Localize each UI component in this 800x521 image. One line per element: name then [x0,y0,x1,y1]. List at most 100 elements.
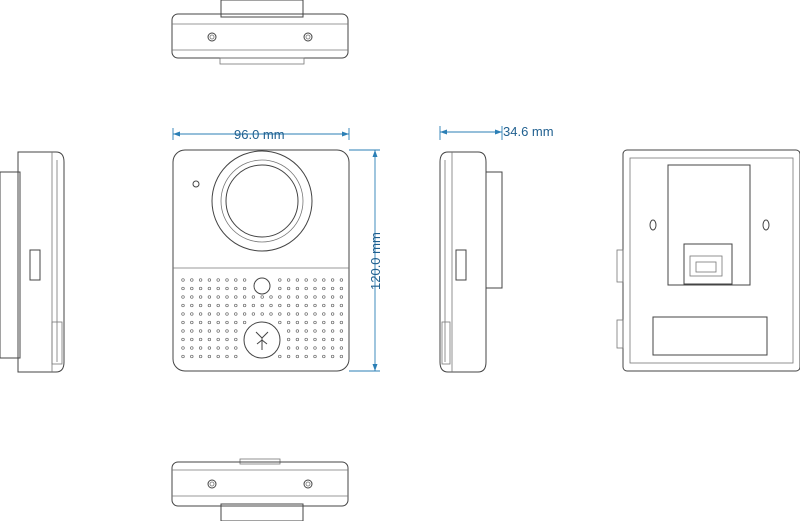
grille-hole [242,320,247,325]
rear-view [616,149,800,372]
grille-hole [216,354,220,359]
grille-hole [207,320,212,325]
grille-hole [190,312,194,316]
grille-hole [242,278,247,282]
dimension-width: 96.0 mm [172,127,350,142]
grille-hole [234,354,238,359]
grille-hole [304,346,308,350]
grille-hole [304,320,308,325]
grille-hole [286,337,291,342]
grille-hole [286,346,291,350]
grille-hole [339,354,344,359]
grille-hole [304,329,308,333]
grille-hole [278,286,282,291]
grille-hole [181,303,185,308]
grille-hole [330,303,335,308]
grille-hole [190,278,194,282]
grille-hole [216,346,220,350]
grille-hole [234,337,238,342]
grille-hole [216,312,220,316]
grille-hole [330,312,335,316]
grille-hole [295,303,300,308]
grille-hole [322,337,326,342]
grille-hole [269,303,273,308]
grille-hole [322,303,326,308]
grille-hole [286,320,291,325]
ethernet-port [683,243,733,285]
grille-hole [322,286,326,291]
grille-hole [286,354,291,359]
grille-hole [260,312,264,316]
grille-hole [260,295,264,299]
grille-hole [181,320,185,325]
grille-hole [198,354,203,359]
grille-hole [339,329,344,333]
grille-hole [234,346,238,350]
grille-hole [286,278,291,282]
grille-hole [313,329,317,333]
grille-hole [190,320,194,325]
grille-hole [242,286,247,291]
grille-hole [234,278,238,282]
grille-hole [198,329,203,333]
grille-hole [190,337,194,342]
grille-hole [313,312,317,316]
top-view [171,0,349,65]
grille-hole [216,320,220,325]
grille-hole [251,303,256,308]
grille-hole [313,303,317,308]
grille-hole [234,329,238,333]
grille-hole [181,278,185,282]
grille-hole [269,295,273,299]
camera-bezel [211,150,313,252]
grille-hole [322,354,326,359]
grille-hole [225,354,229,359]
grille-hole [322,278,326,282]
grille-hole [322,346,326,350]
grille-hole [225,337,229,342]
grille-hole [234,295,238,299]
grille-hole [242,295,247,299]
grille-hole [207,329,212,333]
grille-hole [286,303,291,308]
grille-hole [339,337,344,342]
grille-hole [339,346,344,350]
grille-hole [198,312,203,316]
grille-hole [207,346,212,350]
grille-hole [190,286,194,291]
grille-hole [207,295,212,299]
grille-hole [198,295,203,299]
grille-hole [330,320,335,325]
grille-hole [295,346,300,350]
grille-hole [198,346,203,350]
grille-hole [278,295,282,299]
grille-hole [278,354,282,359]
grille-hole [304,286,308,291]
grille-hole [304,312,308,316]
grille-hole [216,278,220,282]
grille-hole [313,346,317,350]
grille-hole [322,312,326,316]
grille-hole [207,286,212,291]
grille-hole [225,329,229,333]
grille-hole [225,303,229,308]
grille-hole [330,354,335,359]
label-area [652,316,768,356]
grille-hole [278,312,282,316]
grille-hole [304,303,308,308]
grille-hole [190,295,194,299]
grille-hole [330,295,335,299]
grille-hole [251,312,256,316]
right-side-view [439,151,503,373]
grille-hole [216,337,220,342]
grille-hole [295,312,300,316]
grille-hole [339,286,344,291]
grille-hole [216,295,220,299]
grille-hole [234,286,238,291]
grille-hole [242,312,247,316]
grille-hole [225,346,229,350]
height-label: 120.0 mm [368,232,383,290]
grille-hole [251,295,256,299]
grille-hole [313,320,317,325]
grille-hole [330,337,335,342]
